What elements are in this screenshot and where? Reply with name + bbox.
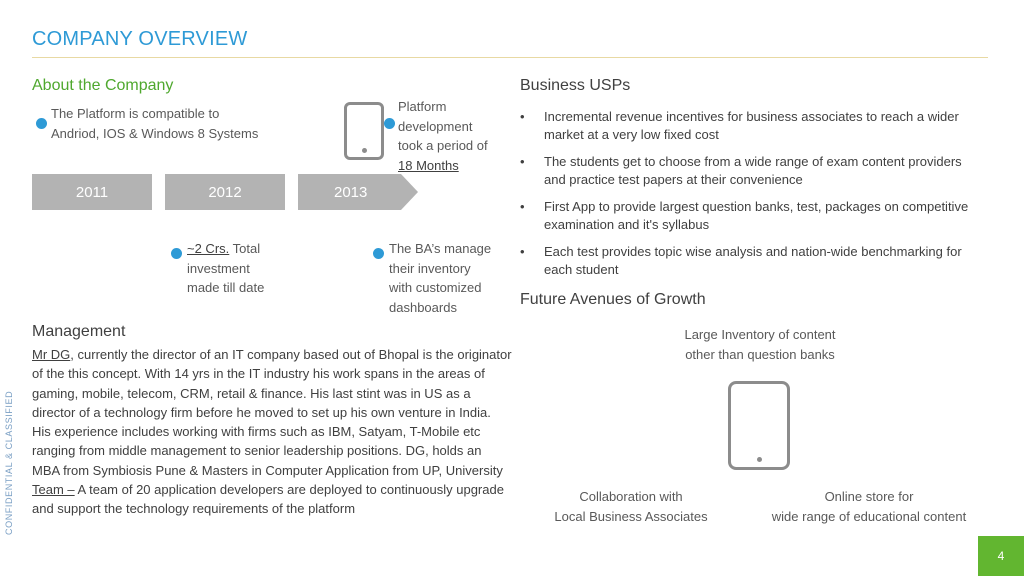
bullet-dot-icon xyxy=(373,248,384,259)
growth-store-line-1: Online store for xyxy=(824,489,914,504)
compat-text: The Platform is compatible to Andriod, I… xyxy=(51,104,341,143)
tablet-icon xyxy=(344,102,384,160)
dev-line-2: development xyxy=(398,118,473,134)
investment-line-3: made till date xyxy=(187,280,265,295)
growth-online-store: Online store for wide range of education… xyxy=(752,487,986,526)
management-bio: Mr DG, currently the director of an IT c… xyxy=(32,345,512,480)
growth-store-line-2: wide range of educational content xyxy=(771,508,967,524)
growth-collab-line-2: Local Business Associates xyxy=(554,508,708,524)
management-team: Team – A team of 20 application develope… xyxy=(32,480,512,519)
growth-collab-line-1: Collaboration with xyxy=(579,489,683,504)
investment-line-1: Total xyxy=(229,241,261,256)
about-heading: About the Company xyxy=(32,77,174,94)
ba-line-3: with customized xyxy=(389,280,482,295)
director-name: Mr DG xyxy=(32,347,71,362)
dev-line-4: 18 Months xyxy=(398,157,459,173)
compat-line-1: The Platform is compatible to xyxy=(51,106,220,121)
compat-line-2: Andriod, IOS & Windows 8 Systems xyxy=(51,125,259,141)
director-bio: , currently the director of an IT compan… xyxy=(32,347,512,478)
growth-inventory-line-1: Large Inventory of content xyxy=(684,327,836,342)
team-description: A team of 20 application developers are … xyxy=(32,482,504,517)
tablet-icon xyxy=(728,381,790,470)
dev-line-3: took a period of xyxy=(398,138,488,153)
ba-text: The BA’s manage their inventory with cus… xyxy=(389,239,514,317)
growth-inventory-line-2: other than question banks xyxy=(685,346,835,362)
ba-line-4: dashboards xyxy=(389,299,457,315)
page-title: COMPANY OVERVIEW xyxy=(32,28,248,50)
growth-inventory: Large Inventory of content other than qu… xyxy=(640,325,880,364)
usp-item: Each test provides topic wise analysis a… xyxy=(520,243,980,279)
dev-text: Platform development took a period of 18… xyxy=(398,97,513,175)
bullet-dot-icon xyxy=(171,248,182,259)
bullet-dot-icon xyxy=(36,118,47,129)
usps-list: Incremental revenue incentives for busin… xyxy=(520,108,980,288)
growth-collaboration: Collaboration with Local Business Associ… xyxy=(530,487,732,526)
page-number: 4 xyxy=(978,536,1024,576)
investment-amount: ~2 Crs. xyxy=(187,241,230,256)
dev-line-1: Platform xyxy=(398,99,447,114)
timeline-2013: 2013 xyxy=(298,174,398,210)
title-divider xyxy=(32,57,988,58)
confidential-label: CONFIDENTIAL & CLASSIFIED xyxy=(4,390,14,535)
investment-text: ~2 Crs. Total investment made till date xyxy=(187,239,327,298)
management-text: Mr DG, currently the director of an IT c… xyxy=(32,345,512,519)
growth-heading: Future Avenues of Growth xyxy=(520,291,706,308)
bullet-dot-icon xyxy=(384,118,395,129)
management-heading: Management xyxy=(32,323,126,340)
usp-item: Incremental revenue incentives for busin… xyxy=(520,108,980,144)
timeline-2011: 2011 xyxy=(32,174,152,210)
usps-heading: Business USPs xyxy=(520,77,631,94)
timeline-arrow-icon xyxy=(397,174,418,210)
investment-line-2: investment xyxy=(187,260,250,276)
ba-line-2: their inventory xyxy=(389,260,471,276)
team-label: Team – xyxy=(32,482,75,498)
usp-item: The students get to choose from a wide r… xyxy=(520,153,980,189)
usp-item: First App to provide largest question ba… xyxy=(520,198,980,234)
ba-line-1: The BA’s manage xyxy=(389,241,492,256)
timeline-2012: 2012 xyxy=(165,174,285,210)
